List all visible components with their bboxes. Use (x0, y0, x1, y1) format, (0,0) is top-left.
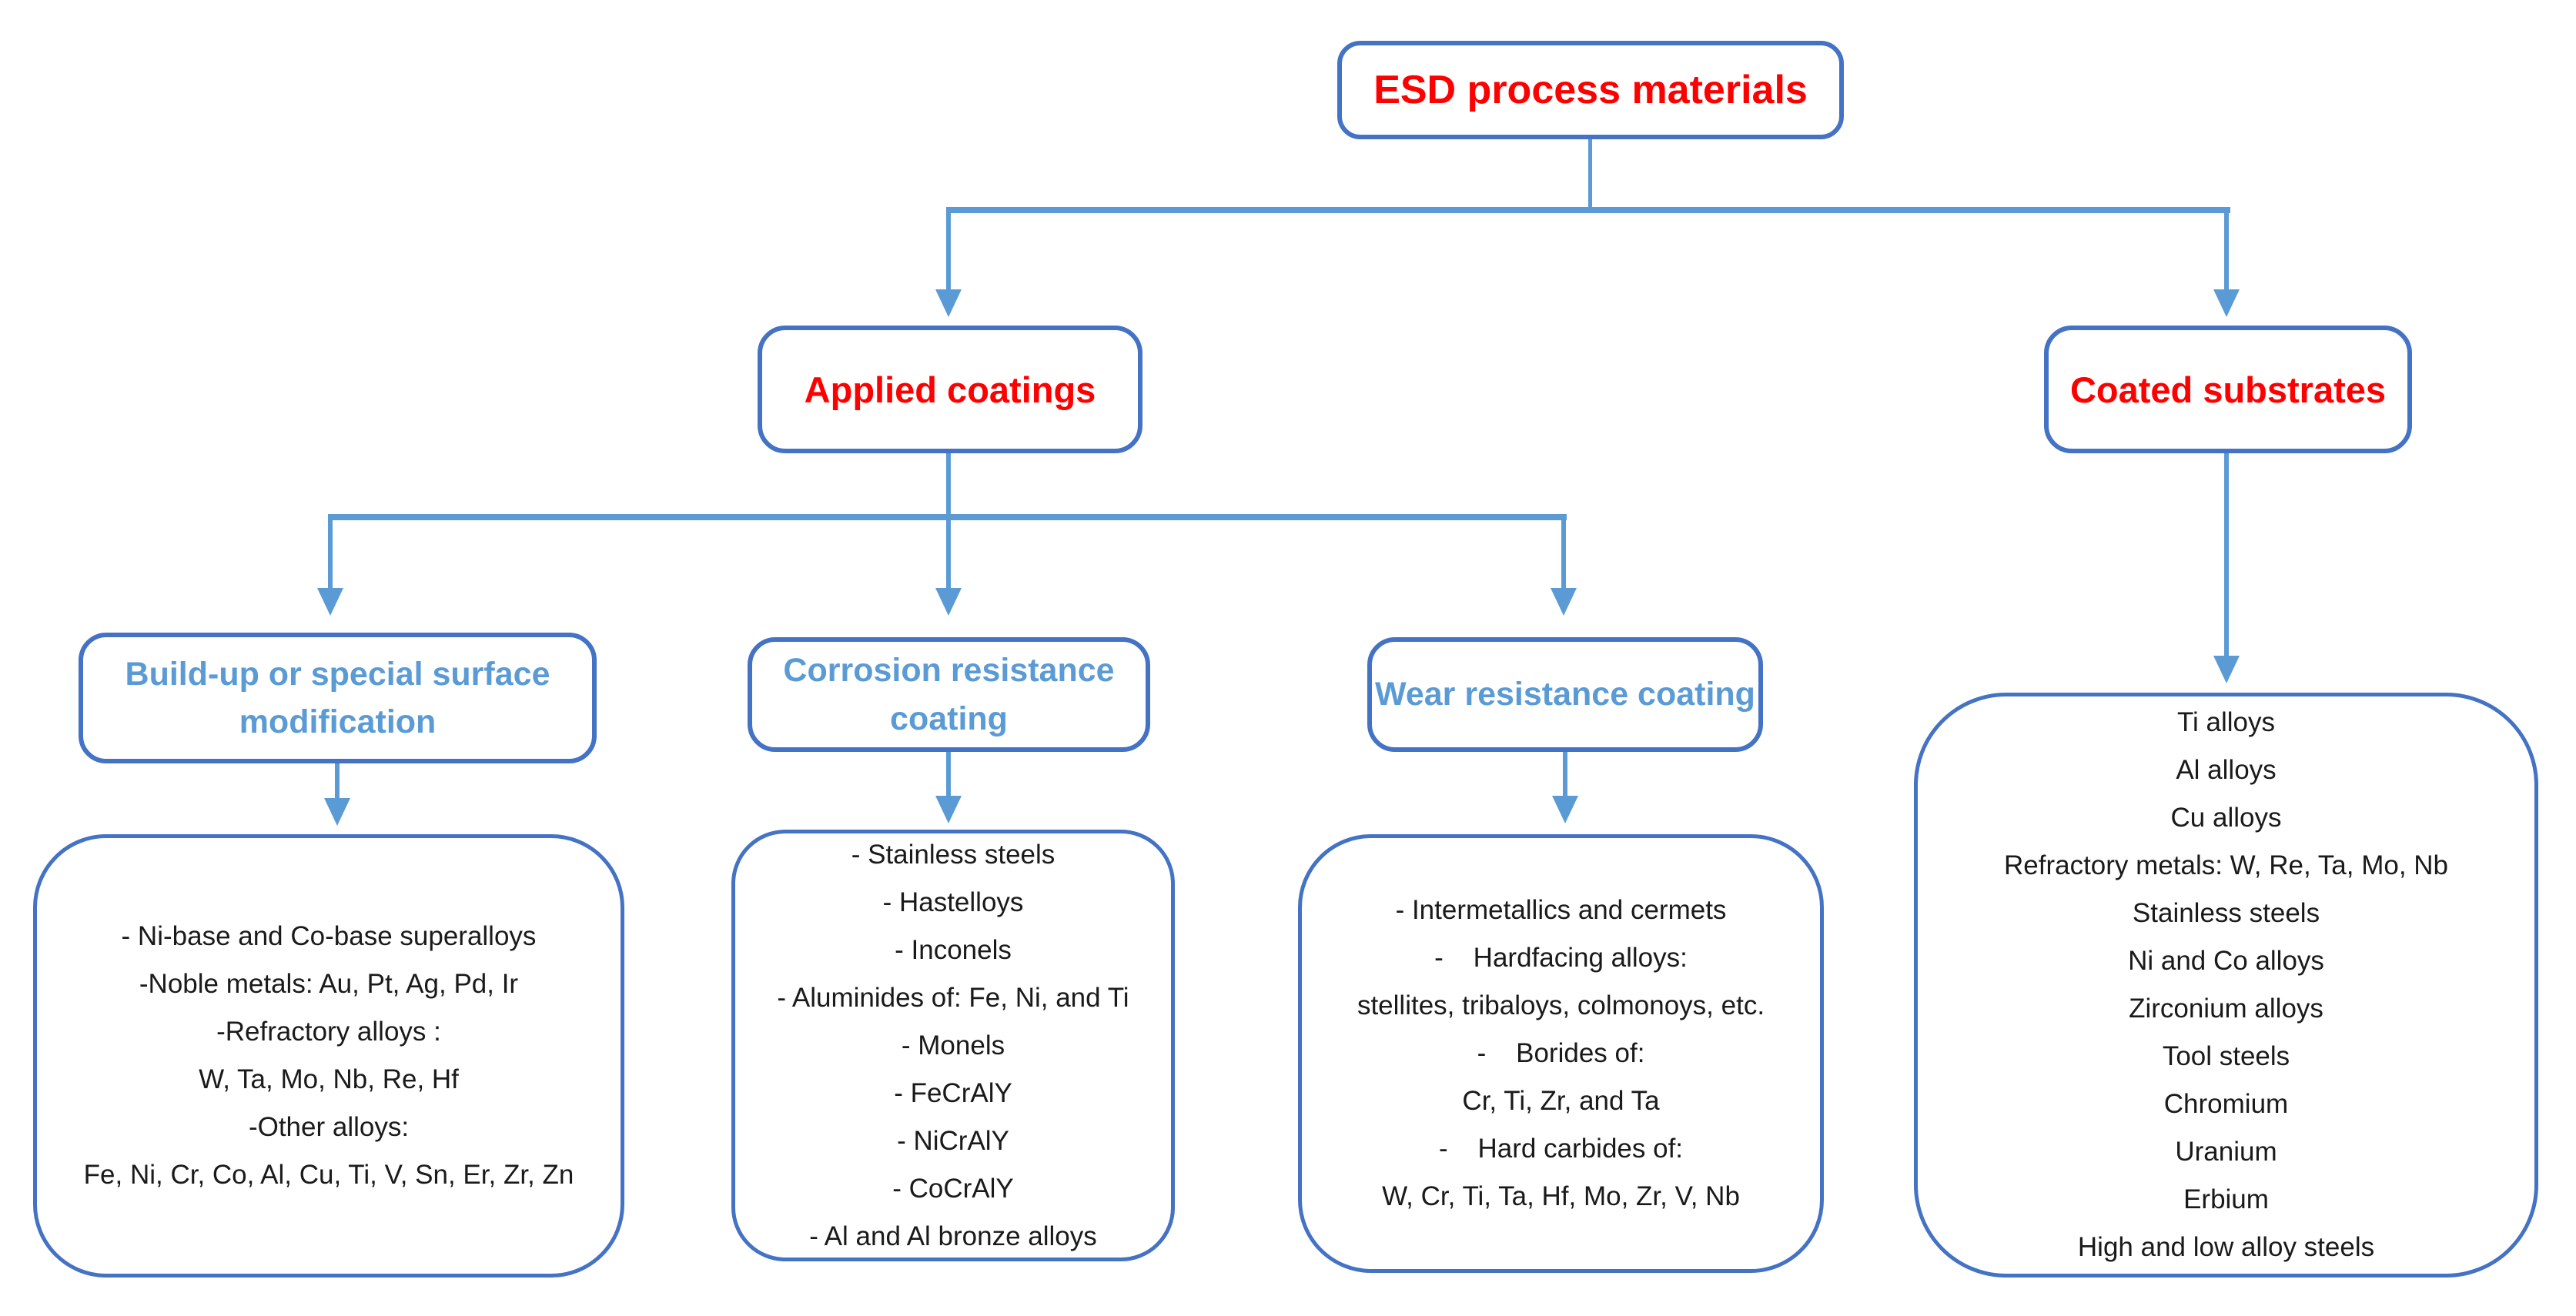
list-item: Chromium (2163, 1089, 2289, 1119)
list-item: Fe, Ni, Cr, Co, Al, Cu, Ti, V, Sn, Er, Z… (83, 1160, 574, 1190)
list-item: Erbium (2183, 1184, 2269, 1214)
arrowhead-corrosion-branch (935, 588, 962, 616)
arrowhead-corrosion-list (935, 796, 962, 823)
connector-level1-hbar (946, 207, 2230, 213)
connector-drop-buildup (328, 519, 333, 590)
list-item: - Hard carbides of: (1438, 1134, 1684, 1164)
node-wear-heading: Wear resistance coating (1367, 637, 1763, 752)
list-item: - FeCrAlY (894, 1077, 1012, 1108)
list-item: -Noble metals: Au, Pt, Ag, Pd, Ir (139, 969, 519, 999)
node-esd-process-materials-label: ESD process materials (1373, 68, 1808, 112)
list-item: - Borides of: (1477, 1038, 1645, 1068)
list-item: - Stainless steels (851, 839, 1055, 870)
list-item: -Refractory alloys : (216, 1017, 441, 1047)
connector-drop-applied (946, 212, 951, 292)
node-coated-substrates-label: Coated substrates (2069, 369, 2387, 410)
list-corrosion-materials: - Stainless steels - Hastelloys - Inconels… (731, 830, 1175, 1261)
list-item: - Al and Al bronze alloys (809, 1221, 1097, 1251)
node-wear-heading-label: Wear resistance coating (1375, 676, 1755, 713)
list-item: Stainless steels (2132, 898, 2320, 928)
connector-level2-hbar (328, 514, 1567, 520)
list-item: - Aluminides of: Fe, Ni, and Ti (777, 982, 1129, 1013)
list-wear-materials: - Intermetallics and cermets - Hardfacing… (1298, 834, 1824, 1273)
list-item: Refractory metals: W, Re, Ta, Mo, Nb (2003, 850, 2449, 880)
list-item: - Monels (901, 1030, 1005, 1060)
arrowhead-applied (935, 289, 962, 317)
list-item: - Hastelloys (882, 887, 1024, 917)
list-item: W, Cr, Ti, Ta, Hf, Mo, Zr, V, Nb (1382, 1181, 1740, 1211)
node-esd-process-materials: ESD process materials (1337, 41, 1844, 139)
arrowhead-wear-branch (1551, 588, 1577, 616)
list-item: Cr, Ti, Zr, and Ta (1462, 1086, 1660, 1116)
list-item: Uranium (2175, 1137, 2277, 1167)
list-item: - Hardfacing alloys: (1434, 943, 1688, 973)
node-applied-coatings-label: Applied coatings (804, 369, 1096, 410)
node-coated-substrates: Coated substrates (2044, 326, 2412, 453)
arrowhead-substrates-list (2213, 656, 2240, 683)
node-corrosion-heading: Corrosion resistance coating (748, 637, 1150, 752)
list-item: Cu alloys (2170, 803, 2282, 833)
list-item: W, Ta, Mo, Nb, Re, Hf (199, 1064, 459, 1094)
node-buildup-heading-label: Build-up or special surface modification (125, 655, 550, 740)
list-item: - CoCrAlY (892, 1173, 1014, 1204)
list-item: Ni and Co alloys (2128, 946, 2324, 976)
connector-corrosion-list (946, 752, 951, 798)
connector-coated-stem (2224, 453, 2229, 658)
list-buildup-materials: - Ni-base and Co-base superalloys -Noble … (33, 834, 624, 1278)
arrowhead-buildup-list (324, 798, 350, 826)
list-item: Tool steels (2162, 1041, 2290, 1071)
connector-root-stem (1588, 139, 1592, 210)
node-applied-coatings: Applied coatings (758, 326, 1142, 453)
connector-drop-coated (2224, 212, 2229, 292)
node-corrosion-heading-label: Corrosion resistance coating (783, 652, 1115, 737)
connector-applied-stem (946, 453, 951, 590)
list-item: - Intermetallics and cermets (1395, 895, 1727, 925)
connector-drop-wear (1561, 519, 1566, 590)
node-buildup-heading: Build-up or special surface modification (79, 633, 597, 763)
arrowhead-coated (2213, 289, 2240, 317)
list-item: -Other alloys: (248, 1112, 410, 1142)
connector-wear-list (1563, 752, 1567, 798)
list-item: Zirconium alloys (2129, 994, 2323, 1024)
list-item: - NiCrAlY (897, 1125, 1009, 1156)
list-item: Al alloys (2176, 755, 2277, 785)
list-item: Ti alloys (2176, 707, 2276, 737)
arrowhead-wear-list (1552, 796, 1578, 823)
list-item: stellites, tribaloys, colmonoys, etc. (1357, 990, 1765, 1020)
connector-buildup-list (335, 763, 340, 800)
list-item: - Ni-base and Co-base superalloys (121, 921, 537, 951)
list-item: - Inconels (895, 934, 1012, 965)
list-item: High and low alloy steels (2077, 1232, 2375, 1262)
arrowhead-buildup-branch (317, 588, 343, 616)
